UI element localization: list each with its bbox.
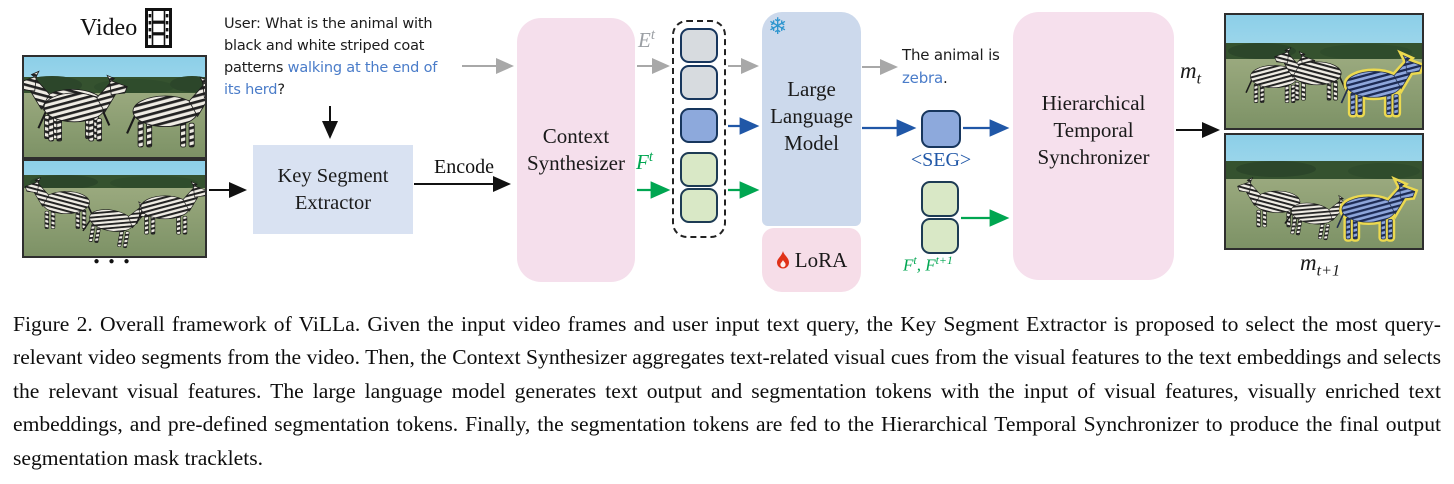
output-frame-1 bbox=[1224, 13, 1424, 130]
lora-adapter: LoRA bbox=[762, 228, 861, 292]
visual-features-pair-label: Ft, Ft+1 bbox=[903, 253, 953, 275]
visual-feature-label: Ft bbox=[636, 149, 653, 174]
context-synthesizer-box: Context Synthesizer bbox=[517, 18, 635, 282]
mask-t-label: mt bbox=[1180, 58, 1202, 88]
user-query-line: its herd? bbox=[224, 82, 285, 98]
visual-feature-token-t bbox=[921, 181, 959, 217]
input-frame-2 bbox=[22, 159, 207, 258]
text-embedding-token bbox=[680, 28, 718, 63]
llm-label: Large Language Model bbox=[770, 77, 853, 155]
visual-feature-token bbox=[680, 188, 718, 223]
output-frame-2-scene bbox=[1226, 135, 1422, 248]
key-segment-extractor-label: Key Segment Extractor bbox=[277, 164, 389, 214]
frames-ellipsis: ●●● bbox=[93, 256, 139, 267]
input-frame-1 bbox=[22, 55, 207, 159]
snowflake-icon: ❄ bbox=[768, 14, 788, 40]
flame-icon bbox=[776, 250, 789, 268]
hts-label: Hierarchical Temporal Synchronizer bbox=[1037, 91, 1150, 169]
video-label: Video bbox=[80, 14, 138, 41]
llm-frozen-body: ❄ Large Language Model bbox=[762, 12, 861, 226]
key-segment-extractor-box: Key Segment Extractor bbox=[253, 145, 413, 234]
llm-answer-text: The animal is zebra. bbox=[902, 46, 1000, 87]
text-embedding-token bbox=[680, 65, 718, 100]
user-query-line: black and white striped coat bbox=[224, 38, 425, 54]
video-header: Video bbox=[80, 8, 173, 48]
user-query-line: patterns walking at the end of bbox=[224, 60, 438, 76]
seg-token-label: <SEG> bbox=[910, 149, 972, 171]
text-embedding-label: Et bbox=[638, 27, 655, 52]
framework-diagram: Video bbox=[22, 8, 1424, 292]
encode-label: Encode bbox=[434, 156, 494, 178]
output-frame-1-scene bbox=[1226, 15, 1422, 128]
token-stack bbox=[672, 20, 726, 238]
input-frame-2-scene bbox=[24, 161, 205, 256]
visual-feature-token-t1 bbox=[921, 218, 959, 254]
user-query-text: User: What is the animal with black and … bbox=[224, 13, 437, 101]
film-strip-icon bbox=[145, 8, 173, 48]
visual-feature-token bbox=[680, 152, 718, 187]
large-language-model-box: ❄ Large Language Model LoRA bbox=[762, 12, 861, 292]
hierarchical-temporal-synchronizer-box: Hierarchical Temporal Synchronizer bbox=[1013, 12, 1174, 280]
seg-output-token bbox=[921, 110, 961, 148]
figure-caption: Figure 2. Overall framework of ViLLa. Gi… bbox=[13, 312, 1441, 470]
seg-token bbox=[680, 108, 718, 143]
user-query-line: User: What is the animal with bbox=[224, 16, 433, 32]
mask-t1-label: mt+1 bbox=[1300, 250, 1341, 280]
output-frame-2 bbox=[1224, 133, 1424, 250]
input-frame-1-scene bbox=[24, 57, 205, 157]
context-synthesizer-label: Context Synthesizer bbox=[527, 124, 625, 175]
lora-label: LoRA bbox=[794, 247, 848, 272]
